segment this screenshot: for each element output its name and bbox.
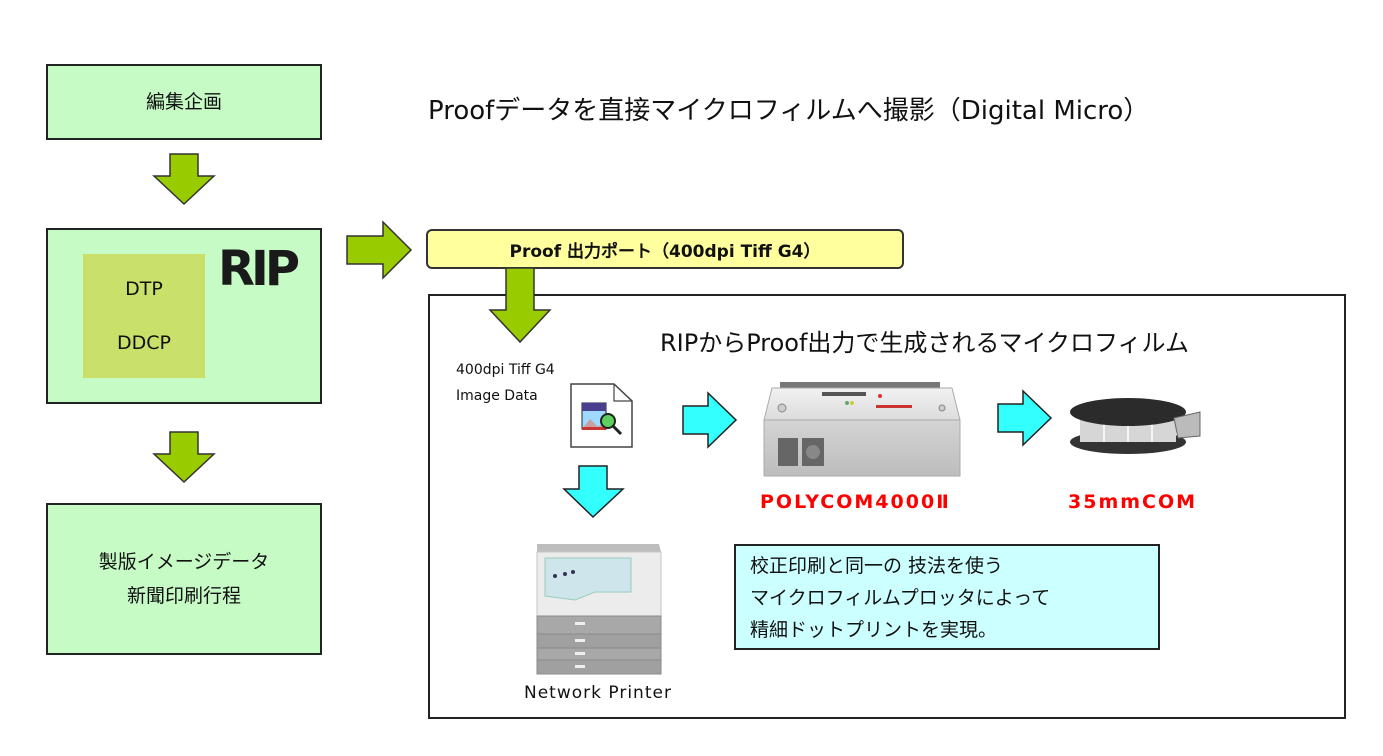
description-note: 校正印刷と同一の 技法を使う マイクロフィルムプロッタによって 精細ドットプリン…: [734, 544, 1160, 650]
cyan-right-arrow-1-icon: [682, 391, 738, 449]
network-printer-image: [536, 544, 662, 675]
cyan-down-arrow-icon: [562, 465, 625, 519]
image-data-line-1: 400dpi Tiff G4: [456, 362, 555, 378]
step-prepress-line-1: 製版イメージデータ: [98, 551, 270, 573]
green-down-arrow-3-icon: [488, 267, 552, 344]
proof-output-port-label: Proof 出力ポート（400dpi Tiff G4）: [426, 229, 904, 269]
cyan-right-arrow-2-icon: [997, 389, 1053, 447]
inner-line-ddcp: DDCP: [117, 332, 171, 354]
diagram-title: Proofデータを直接マイクロフィルムへ撮影（Digital Micro）: [428, 96, 1150, 126]
step-rip: DTP DDCP RIP: [46, 228, 322, 404]
note-line-1: 校正印刷と同一の 技法を使う: [750, 555, 1004, 577]
film-label: 35mmCOM: [1068, 491, 1198, 513]
microfilm-plotter-image: [763, 382, 961, 477]
image-data-line-2: Image Data: [456, 388, 538, 404]
green-right-arrow-icon: [346, 220, 413, 280]
printer-label: Network Printer: [524, 683, 672, 703]
film-reel-image: [1070, 398, 1201, 454]
dtp-ddcp-box: DTP DDCP: [83, 254, 205, 378]
note-line-2: マイクロフィルムプロッタによって: [750, 587, 1051, 609]
step-prepress-printing: 製版イメージデータ 新聞印刷行程: [46, 503, 322, 655]
plotter-label: POLYCOM4000Ⅱ: [760, 491, 951, 513]
step-prepress-line-2: 新聞印刷行程: [126, 585, 241, 607]
image-file-icon: [570, 383, 633, 448]
step-editorial-planning: 編集企画: [46, 64, 322, 140]
frame-subtitle: RIPからProof出力で生成されるマイクロフィルム: [660, 329, 1190, 357]
rip-logo: RIP: [218, 241, 300, 297]
note-line-3: 精細ドットプリントを実現。: [750, 619, 998, 641]
step-editorial-planning-label: 編集企画: [145, 91, 222, 113]
inner-line-dtp: DTP: [125, 278, 163, 300]
green-down-arrow-2-icon: [152, 431, 216, 484]
green-down-arrow-1-icon: [152, 153, 216, 206]
